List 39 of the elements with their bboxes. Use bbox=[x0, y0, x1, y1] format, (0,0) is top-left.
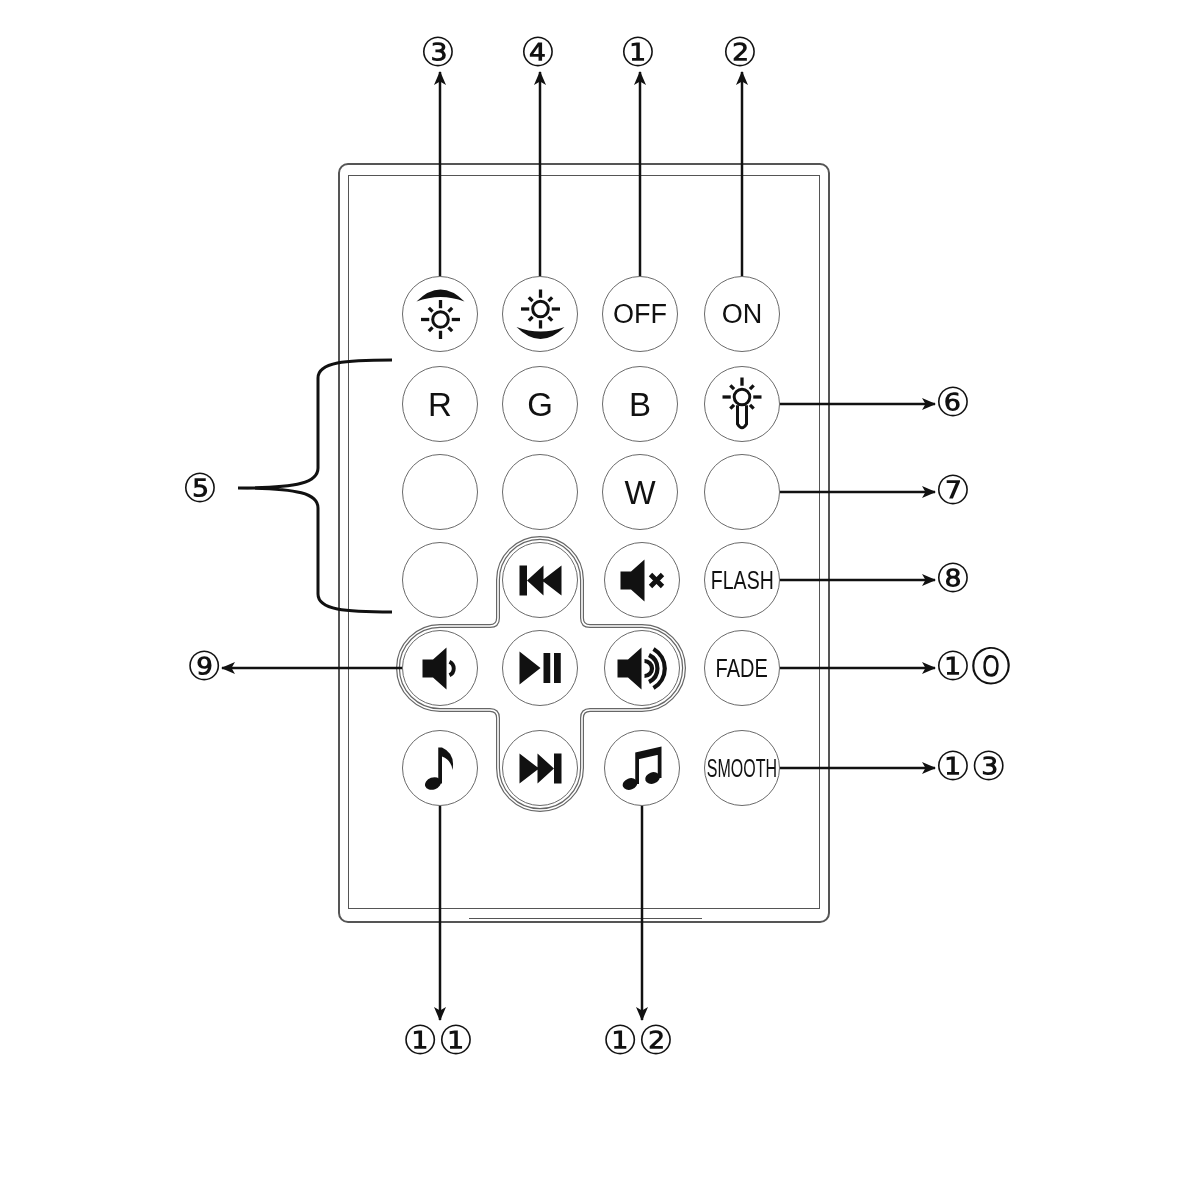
arrow bbox=[780, 762, 936, 774]
callout-number: ③ bbox=[420, 32, 456, 72]
channel-button: B bbox=[602, 366, 678, 442]
arrow bbox=[634, 71, 646, 276]
on-button: ON bbox=[704, 276, 780, 352]
callout-number: ⑨ bbox=[186, 646, 222, 686]
callout-number: ①⓪ bbox=[935, 646, 1011, 686]
callout-number: ⑤ bbox=[182, 468, 218, 508]
callout-number: ④ bbox=[520, 32, 556, 72]
mode-button: SMOOTH bbox=[704, 730, 780, 806]
arrow bbox=[221, 662, 402, 674]
remote-control-body bbox=[338, 163, 830, 923]
arrow bbox=[780, 486, 936, 498]
arrow bbox=[780, 574, 936, 586]
off-button: OFF bbox=[602, 276, 678, 352]
channel-button: R bbox=[402, 366, 478, 442]
callout-number: ② bbox=[722, 32, 758, 72]
arrow bbox=[780, 662, 936, 674]
arrow bbox=[636, 806, 648, 1021]
arrow bbox=[780, 398, 936, 410]
callout-number: ①① bbox=[402, 1020, 474, 1060]
next-button bbox=[502, 730, 578, 806]
arrow bbox=[434, 71, 446, 276]
callout-number: ① bbox=[620, 32, 656, 72]
arrow bbox=[736, 71, 748, 276]
mode-button: FADE bbox=[704, 630, 780, 706]
channel-button: G bbox=[502, 366, 578, 442]
arrow bbox=[534, 71, 546, 276]
mode-button: FLASH bbox=[704, 542, 780, 618]
arrow bbox=[434, 806, 446, 1021]
callout-number: ⑥ bbox=[935, 382, 971, 422]
channel-button: W bbox=[602, 454, 678, 530]
callout-number: ⑦ bbox=[935, 470, 971, 510]
callout-number: ①③ bbox=[935, 746, 1007, 786]
callout-number: ①② bbox=[602, 1020, 674, 1060]
previous-button bbox=[502, 542, 578, 618]
volume-down-button bbox=[402, 630, 478, 706]
volume-up-button bbox=[604, 630, 680, 706]
callout-number: ⑧ bbox=[935, 558, 971, 598]
